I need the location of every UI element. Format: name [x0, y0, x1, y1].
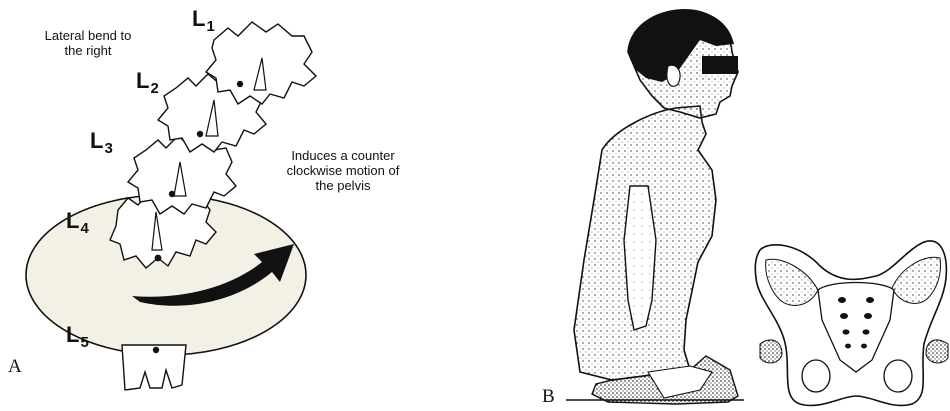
annotation-pelvis-motion: Induces a counter clockwise motion of th…: [270, 148, 416, 193]
vertebra-l5: [122, 345, 186, 390]
label-l1: L1: [192, 6, 215, 35]
annotation-line: the pelvis: [270, 178, 416, 193]
vertebra-l1: [206, 22, 316, 104]
label-l4: L4: [66, 208, 89, 237]
label-l2: L2: [136, 68, 159, 97]
annotation-line: the right: [40, 43, 136, 58]
annotation-lateral-bend: Lateral bend to the right: [40, 28, 136, 58]
panel-letter-a: A: [8, 356, 22, 378]
annotation-line: clockwise motion of: [270, 163, 416, 178]
label-l5: L5: [66, 322, 89, 351]
label-l3: L3: [90, 128, 113, 157]
seated-figure: [566, 10, 744, 404]
annotation-line: Lateral bend to: [40, 28, 136, 43]
annotation-line: Induces a counter: [270, 148, 416, 163]
pelvis-bone: [755, 241, 948, 406]
panel-letter-b: B: [542, 386, 555, 408]
